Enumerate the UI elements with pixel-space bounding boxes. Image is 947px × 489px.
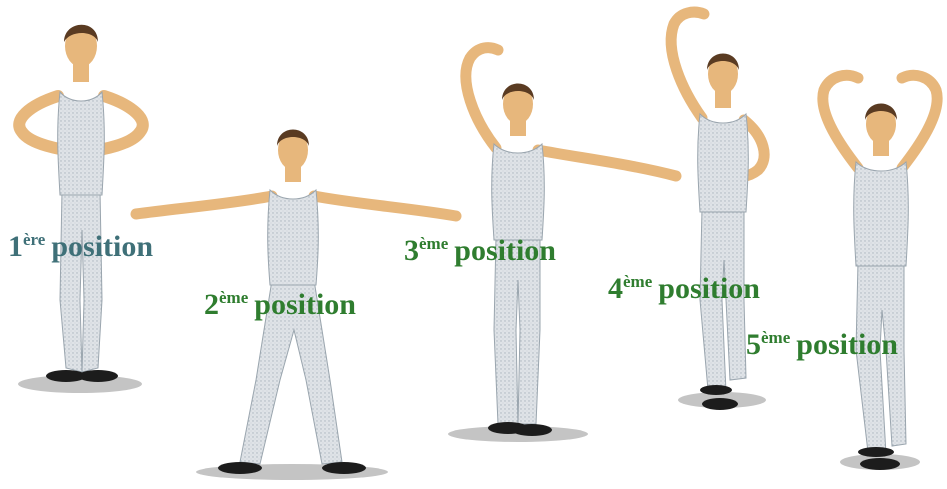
torso [492,144,545,240]
position-number: 1 [8,230,23,263]
shoe [858,447,894,457]
label-first-position: 1ère position [8,232,153,262]
left-raised-arm [823,75,858,168]
position-word: position [254,288,356,321]
label-third-position: 3ème position [404,236,556,266]
position-number: 3 [404,234,419,267]
right-raised-arm [902,75,937,168]
shoe [700,385,732,395]
position-word: position [454,234,556,267]
shoe [218,462,262,474]
label-fourth-position: 4ème position [608,274,760,304]
position-number: 2 [204,288,219,321]
position-word: position [51,230,153,263]
shoe [512,424,552,436]
raised-arm [466,48,498,148]
left-arm [136,196,272,214]
torso [854,162,909,266]
shoe [322,462,366,474]
legs [60,190,102,372]
raised-arm [671,12,704,118]
position-suffix: ème [761,328,790,347]
side-arm [538,150,676,176]
torso [268,190,319,285]
shoe [702,398,738,410]
position-suffix: ème [623,272,652,291]
torso [58,92,105,195]
shoe [78,370,118,382]
shoe [860,458,900,470]
position-word: position [796,328,898,361]
position-suffix: ème [419,234,448,253]
torso [698,114,749,212]
label-fifth-position: 5ème position [746,330,898,360]
dancer-fifth-position [823,75,937,470]
dancer-first-position [18,25,143,393]
label-second-position: 2ème position [204,290,356,320]
position-suffix: ère [23,230,45,249]
position-word: position [658,272,760,305]
position-number: 4 [608,272,623,305]
position-suffix: ème [219,288,248,307]
right-arm [314,196,456,216]
position-number: 5 [746,328,761,361]
